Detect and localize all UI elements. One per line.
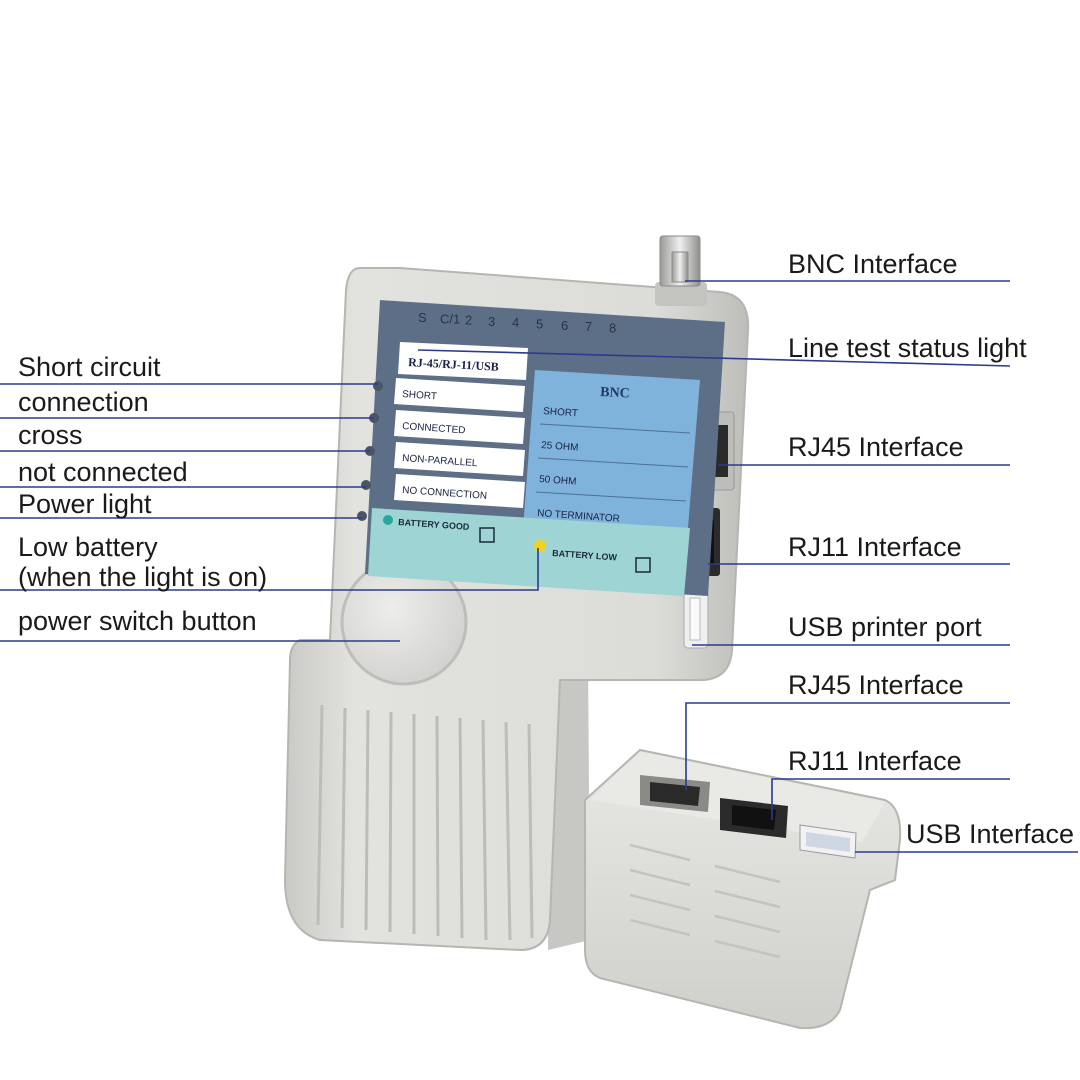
rj-row-label: SHORT — [402, 389, 438, 402]
rj-row-label: NON-PARALLEL — [402, 453, 478, 469]
rj-row-box — [394, 442, 525, 476]
channel-number: 6 — [561, 318, 568, 333]
grip-ridges — [316, 704, 534, 941]
bnc-row-label: 50 OHM — [539, 474, 577, 488]
remote-usb-port[interactable] — [799, 824, 857, 859]
leader-lines — [0, 280, 1078, 853]
channel-number: 8 — [609, 320, 616, 335]
battery-low-icon — [635, 557, 651, 573]
battery-low-led — [534, 540, 546, 552]
label-power-switch: power switch button — [18, 606, 257, 636]
bnc-row-divider — [537, 457, 689, 468]
label-remote-rj11: RJ11 Interface — [788, 746, 962, 776]
label-power-light: Power light — [18, 489, 152, 519]
label-bnc-interface: BNC Interface — [788, 249, 958, 279]
channel-number: 4 — [512, 315, 519, 330]
label-not-connected: not connected — [18, 457, 188, 487]
label-line-test-light: Line test status light — [788, 333, 1027, 363]
rj-row-box — [394, 378, 525, 412]
bnc-row-divider — [539, 423, 691, 434]
label-connection: connection — [18, 387, 149, 417]
remote-rj45-port[interactable] — [640, 775, 710, 812]
battery-strip — [368, 508, 690, 596]
remote-rj11-port[interactable] — [720, 798, 788, 838]
label-low-battery-note: (when the light is on) — [18, 562, 268, 592]
battery-good-icon — [479, 527, 495, 543]
remote-top-face — [590, 752, 885, 842]
bnc-row-label: SHORT — [543, 406, 579, 419]
rj-row-box — [394, 474, 525, 508]
battery-good-led — [383, 515, 393, 525]
remote-ridges — [629, 843, 781, 959]
bnc-row-divider — [535, 491, 687, 502]
label-rj11-interface: RJ11 Interface — [788, 532, 962, 562]
remote-unit — [584, 748, 902, 1030]
channel-number: 3 — [488, 314, 495, 329]
channel-numbers: S C/1 2 3 4 5 6 7 8 — [418, 310, 616, 335]
bnc-title: BNC — [600, 385, 630, 402]
bnc-row-label: 25 OHM — [541, 440, 579, 454]
rj-title: RJ-45/RJ-11/USB — [408, 355, 499, 374]
battery-good-text: BATTERY GOOD — [398, 517, 470, 532]
bnc-area — [522, 370, 700, 552]
usb-printer-port[interactable] — [683, 589, 709, 649]
channel-number: 2 — [465, 313, 472, 328]
label-short-circuit: Short circuit — [18, 352, 161, 382]
channel-number: S — [418, 310, 427, 325]
front-panel: S C/1 2 3 4 5 6 7 8 RJ-45/RJ-11/USB SHORT CONNECT… — [357, 300, 725, 596]
rj-row-label: CONNECTED — [402, 421, 466, 436]
main-tester: S C/1 2 3 4 5 6 7 8 RJ-45/RJ-11/USB SHORT CONNECT… — [283, 235, 750, 952]
label-usb-printer-port: USB printer port — [788, 612, 982, 642]
label-low-battery: Low battery — [18, 532, 158, 562]
channel-number: 5 — [536, 317, 543, 332]
channel-number: 7 — [585, 319, 592, 334]
rj-row-box — [394, 410, 525, 444]
label-remote-usb: USB Interface — [906, 819, 1075, 849]
label-remote-rj45: RJ45 Interface — [788, 670, 964, 700]
label-cross: cross — [18, 420, 83, 450]
bnc-connector[interactable] — [655, 235, 707, 306]
battery-low-text: BATTERY LOW — [552, 548, 618, 563]
label-rj45-interface: RJ45 Interface — [788, 432, 964, 462]
channel-number: C/1 — [440, 311, 460, 326]
